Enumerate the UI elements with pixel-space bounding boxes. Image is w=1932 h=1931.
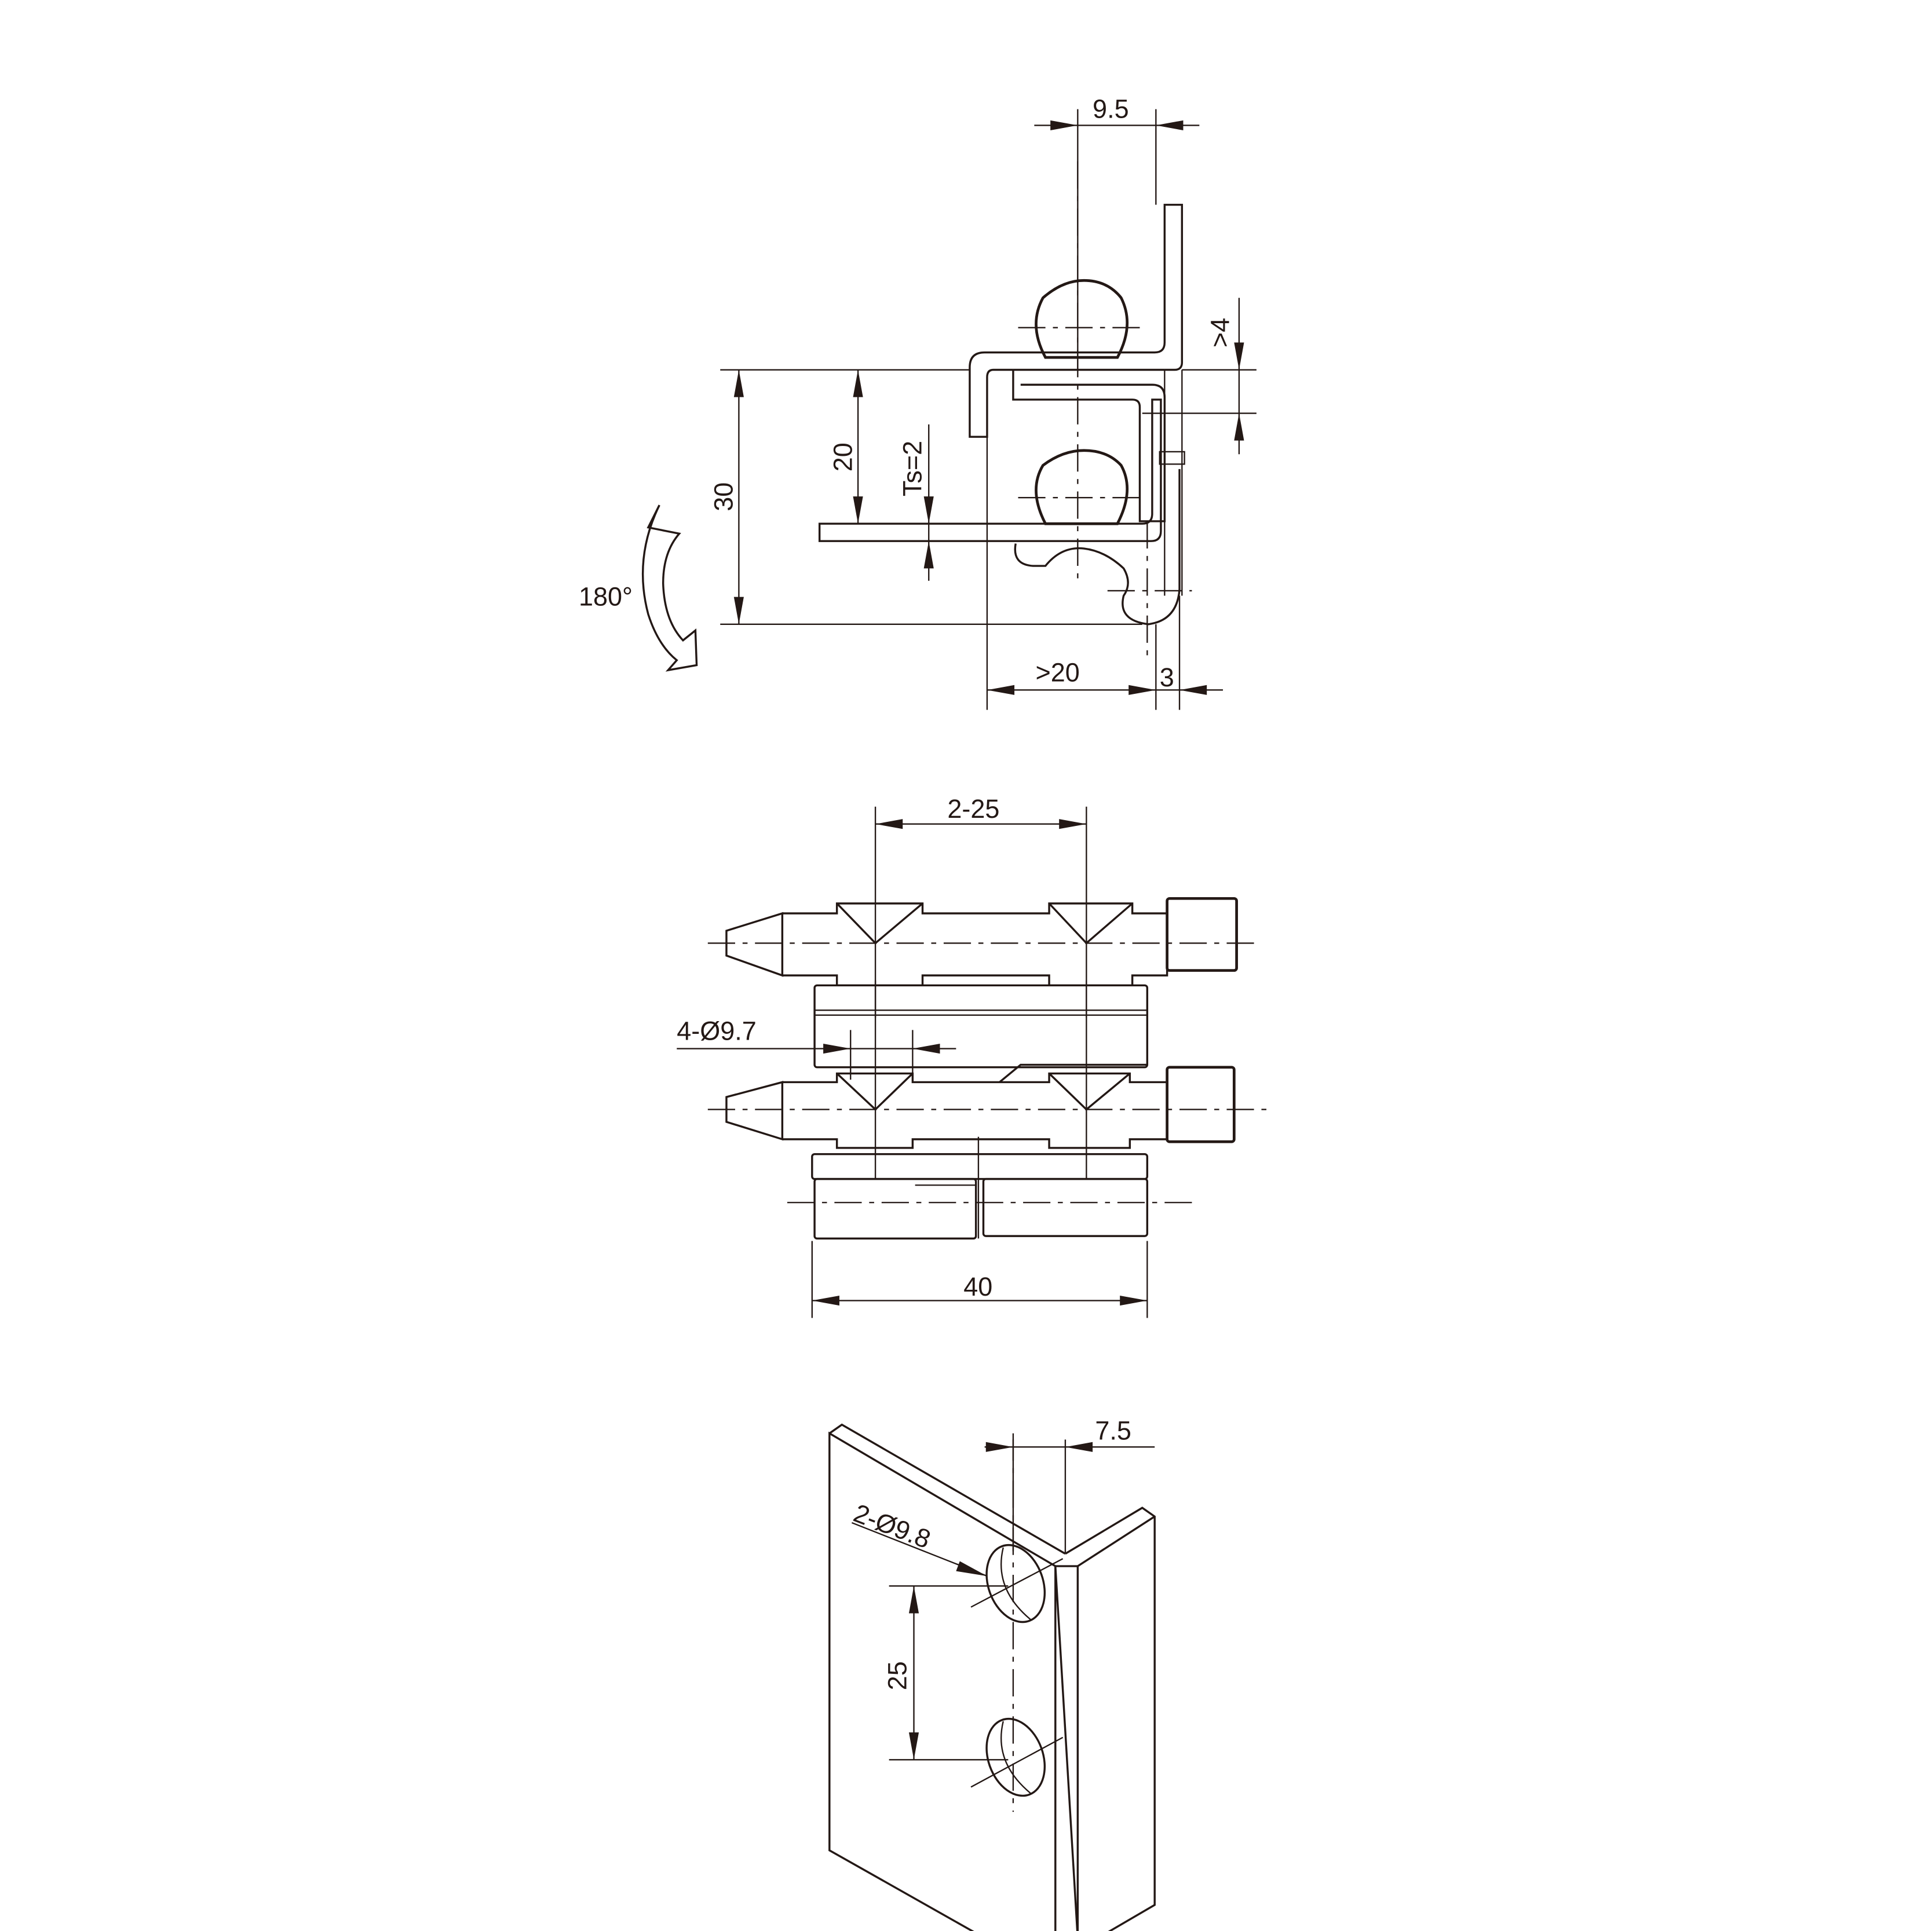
dim-height-inner-label: 20 (828, 442, 857, 471)
dim-top-width-label: 9.5 (1093, 94, 1129, 124)
dim-hole-spacing-label: 25 (883, 1661, 912, 1690)
iso-view: 7.5 2-Ø9.8 25 (828, 1416, 1156, 1931)
dim-height-inner: 20 (828, 370, 863, 524)
rotation-arrow-icon: 180° (579, 504, 698, 672)
dim-pitch-label: 2-25 (947, 794, 999, 824)
side-view: 9.5 >4 (579, 94, 1257, 710)
dim-iso-offset-label: 7.5 (1095, 1416, 1131, 1446)
dim-hole-diameter-label: 2-Ø9.8 (850, 1498, 935, 1554)
dim-pin-diameter-label: 4-Ø9.7 (677, 1016, 757, 1046)
dim-pitch: 2-25 (874, 794, 1087, 1018)
hinge-body (1012, 370, 1166, 522)
dim-pin-diameter: 4-Ø9.7 (677, 1016, 956, 1080)
iso-hole-lower (985, 1717, 1046, 1797)
dim-height-total-label: 30 (709, 482, 739, 511)
lower-knuckle (1035, 449, 1129, 525)
dim-thickness: Ts=2 (897, 424, 934, 581)
upper-leaf (969, 203, 1184, 438)
dim-thickness-label: Ts=2 (897, 441, 927, 496)
dim-bottom-offset-label: 3 (1160, 663, 1174, 692)
dim-bottom-width-label: >20 (1035, 657, 1079, 687)
dim-iso-offset: 7.5 (984, 1416, 1155, 1554)
dim-hole-spacing: 25 (883, 1585, 1009, 1761)
upper-pin (707, 897, 1254, 986)
iso-right-leaf (1065, 1506, 1156, 1931)
front-view: 2-25 4-Ø9.7 (677, 794, 1273, 1318)
lower-pin (707, 1063, 1273, 1149)
dim-bottom: >20 3 (986, 437, 1224, 710)
dim-length-label: 40 (963, 1272, 992, 1301)
lower-leaf (818, 398, 1162, 542)
upper-knuckle (1035, 279, 1129, 359)
dim-gap-label: >4 (1206, 318, 1235, 348)
dim-height-total: 30 (709, 369, 1142, 625)
rotation-label: 180° (579, 582, 633, 612)
dim-gap: >4 (1142, 298, 1257, 455)
iso-hole-upper (985, 1544, 1046, 1623)
spring-curl (1014, 469, 1181, 626)
dim-hole-diameter: 2-Ø9.8 (850, 1498, 988, 1577)
dim-length: 40 (811, 1241, 1148, 1318)
dim-top-width: 9.5 (1034, 94, 1200, 370)
